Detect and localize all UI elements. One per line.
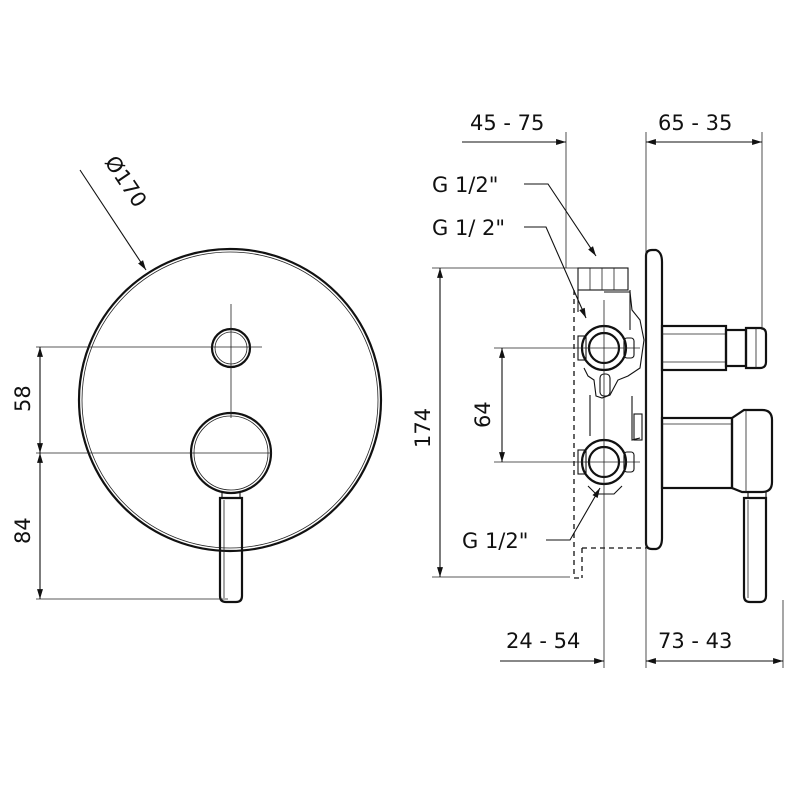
- thread-label-top-2: G 1/ 2": [432, 216, 505, 240]
- thread-label-top-1: G 1/2": [432, 173, 498, 197]
- front-view: Ø170 58 84: [11, 151, 383, 604]
- dim-174-label: 174: [411, 408, 435, 448]
- range-bottom-right: 73 - 43: [658, 629, 732, 653]
- diameter-label: Ø170: [100, 151, 152, 211]
- lever-handle: [218, 492, 244, 604]
- mixer-body: [573, 267, 646, 579]
- mixer-cartridge: [660, 408, 774, 604]
- dim-58-label: 58: [11, 385, 35, 412]
- range-top-right: 65 - 35: [658, 111, 732, 135]
- dim-64-label: 64: [471, 401, 495, 428]
- lower-port: [577, 438, 635, 495]
- cover-plate: [77, 247, 383, 553]
- wall-plate: [644, 248, 664, 551]
- thread-label-bottom: G 1/2": [462, 529, 528, 553]
- dim-84-label: 84: [11, 517, 35, 544]
- range-top-left: 45 - 75: [470, 111, 544, 135]
- range-bottom-left: 24 - 54: [506, 629, 580, 653]
- diverter-stem: [660, 324, 768, 372]
- side-view: 45 - 75 65 - 35 24 - 54 73 - 43 174 64 G…: [411, 111, 784, 668]
